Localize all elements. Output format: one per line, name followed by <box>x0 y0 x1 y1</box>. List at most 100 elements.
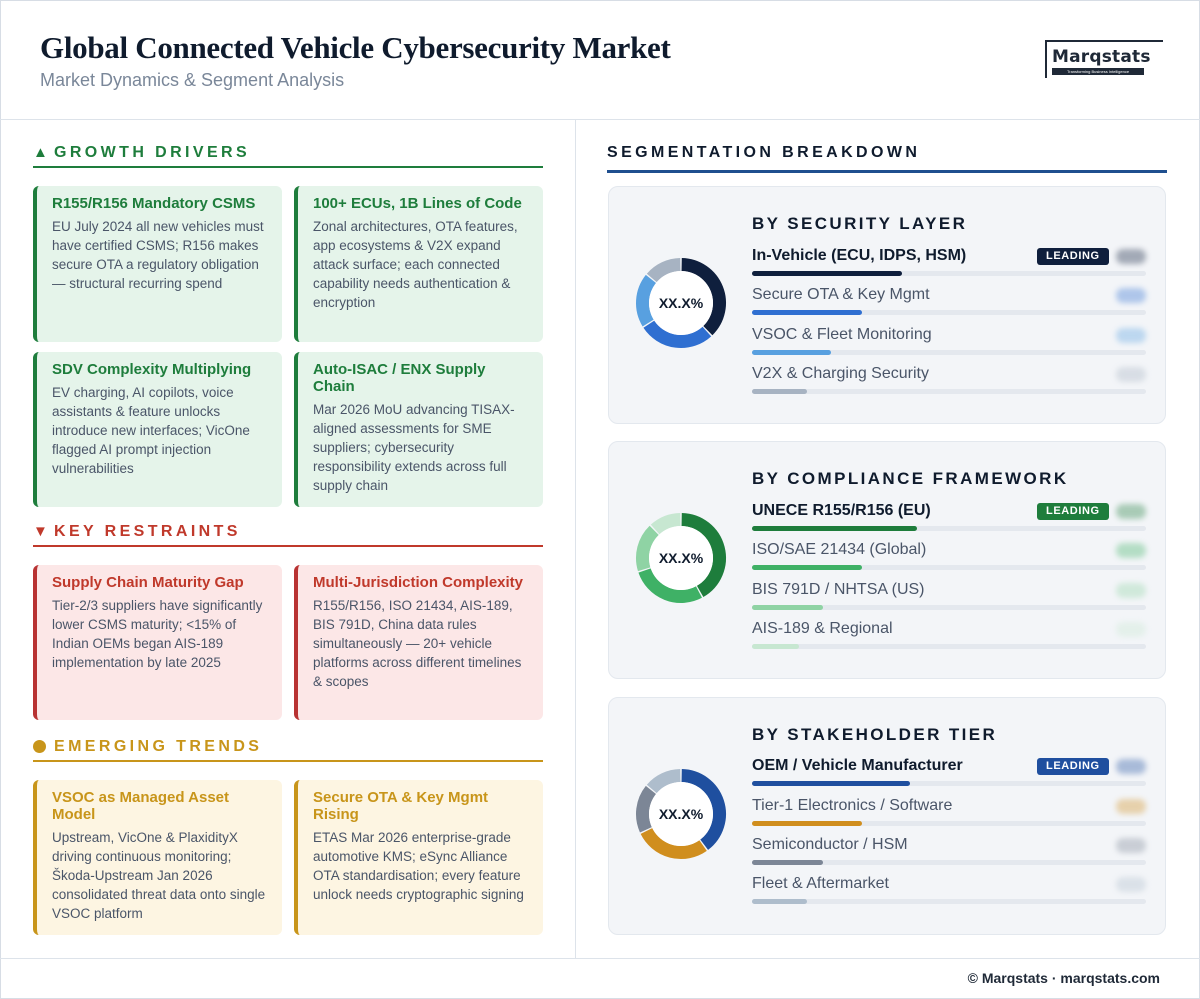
segment-bar-track <box>752 350 1146 355</box>
driver-card-ecus: 100+ ECUs, 1B Lines of Code Zonal archit… <box>294 186 543 342</box>
blurred-value <box>1116 328 1146 343</box>
segment-label: Secure OTA & Key Mgmt <box>752 286 930 303</box>
segmentation-heading: SEGMENTATION BREAKDOWN <box>607 143 1167 173</box>
donut-chart <box>636 258 726 348</box>
donut-chart <box>636 769 726 859</box>
card-title: Auto-ISAC / ENX Supply Chain <box>313 361 486 395</box>
segment-bar-fill <box>752 781 910 786</box>
segment-row: Semiconductor / HSM <box>752 835 1146 871</box>
logo-tagline: Transforming Business Intelligence <box>1052 68 1144 75</box>
blurred-value <box>1116 504 1146 519</box>
card-body: Mar 2026 MoU advancing TISAX-aligned ass… <box>313 402 515 493</box>
blurred-value <box>1116 288 1146 303</box>
card-body: Tier-2/3 suppliers have significantly lo… <box>52 598 263 670</box>
segment-row: UNECE R155/R156 (EU) LEADING <box>752 501 1146 537</box>
segment-row: V2X & Charging Security <box>752 364 1146 400</box>
donut-slice-2 <box>636 785 657 833</box>
restraint-card-jurisdiction: Multi-Jurisdiction Complexity R155/R156,… <box>294 565 543 720</box>
segment-bar-fill <box>752 310 863 315</box>
footer-copyright: © Marqstats · marqstats.com <box>967 970 1160 986</box>
segment-label: OEM / Vehicle Manufacturer <box>752 757 963 774</box>
segment-bar-fill <box>752 565 863 570</box>
card-title: 100+ ECUs, 1B Lines of Code <box>313 195 522 212</box>
card-body: Upstream, VicOne & PlaxidityX driving co… <box>52 830 266 921</box>
card-title: R155/R156 Mandatory CSMS <box>52 195 256 212</box>
key-restraints-heading: ▼ KEY RESTRAINTS <box>33 521 543 547</box>
segment-bar-track <box>752 389 1146 394</box>
donut-hole <box>649 782 713 846</box>
segment-bar-fill <box>752 644 800 649</box>
restraint-card-supply-chain: Supply Chain Maturity Gap Tier-2/3 suppl… <box>33 565 282 720</box>
segment-bar-fill <box>752 350 831 355</box>
card-body: ETAS Mar 2026 enterprise-grade automotiv… <box>313 830 524 902</box>
segment-label: BIS 791D / NHTSA (US) <box>752 581 925 598</box>
segment-bar-track <box>752 310 1146 315</box>
donut-slice-2 <box>636 274 657 327</box>
segment-label: Fleet & Aftermarket <box>752 875 889 892</box>
column-divider <box>575 120 576 958</box>
leading-badge: LEADING <box>1037 758 1109 775</box>
panel-security-layer: XX.X% BY SECURITY LAYER In-Vehicle (ECU,… <box>608 186 1166 424</box>
panel-title: BY STAKEHOLDER TIER <box>752 725 998 744</box>
segment-bar-track <box>752 605 1146 610</box>
panel-compliance-framework: XX.X% BY COMPLIANCE FRAMEWORK UNECE R155… <box>608 441 1166 679</box>
segment-label: AIS-189 & Regional <box>752 620 893 637</box>
blurred-value <box>1116 249 1146 264</box>
donut-hole <box>649 526 713 590</box>
marqstats-logo: Marqstats Transforming Business Intellig… <box>1045 40 1163 78</box>
blurred-value <box>1116 877 1146 892</box>
page-title: Global Connected Vehicle Cybersecurity M… <box>40 30 671 65</box>
emerging-trends-heading: EMERGING TRENDS <box>33 736 543 762</box>
segment-row: OEM / Vehicle Manufacturer LEADING <box>752 756 1146 792</box>
triangle-up-icon: ▲ <box>33 144 48 161</box>
blurred-value <box>1116 838 1146 853</box>
section-label: KEY RESTRAINTS <box>54 523 241 540</box>
segment-row: Fleet & Aftermarket <box>752 874 1146 910</box>
donut-center-value: XX.X% <box>658 295 704 311</box>
card-body: EU July 2024 all new vehicles must have … <box>52 219 264 291</box>
card-title: Multi-Jurisdiction Complexity <box>313 574 524 591</box>
donut-hole <box>649 271 713 335</box>
driver-card-auto-isac: Auto-ISAC / ENX Supply Chain Mar 2026 Mo… <box>294 352 543 507</box>
segment-label: VSOC & Fleet Monitoring <box>752 326 932 343</box>
blurred-value <box>1116 622 1146 637</box>
blurred-value <box>1116 543 1146 558</box>
blurred-value <box>1116 367 1146 382</box>
leading-badge: LEADING <box>1037 248 1109 265</box>
donut-slice-1 <box>643 320 712 348</box>
card-body: R155/R156, ISO 21434, AIS-189, BIS 791D,… <box>313 598 522 689</box>
segment-row: Secure OTA & Key Mgmt <box>752 285 1146 321</box>
dot-icon <box>33 738 46 753</box>
triangle-down-icon: ▼ <box>33 523 48 540</box>
donut-slice-3 <box>646 258 681 283</box>
blurred-value <box>1116 799 1146 814</box>
donut-center-value: XX.X% <box>658 806 704 822</box>
segment-label: V2X & Charging Security <box>752 365 929 382</box>
donut-slice-2 <box>636 525 659 572</box>
segment-label: UNECE R155/R156 (EU) <box>752 502 931 519</box>
panel-title: BY COMPLIANCE FRAMEWORK <box>752 469 1069 488</box>
segment-label: In-Vehicle (ECU, IDPS, HSM) <box>752 247 967 264</box>
growth-drivers-heading: ▲ GROWTH DRIVERS <box>33 142 543 168</box>
segment-bar-fill <box>752 860 823 865</box>
segment-bar-track <box>752 781 1146 786</box>
blurred-value <box>1116 583 1146 598</box>
segment-bar-fill <box>752 271 902 276</box>
segment-bar-fill <box>752 389 808 394</box>
segment-bar-fill <box>752 899 808 904</box>
segment-label: Semiconductor / HSM <box>752 836 908 853</box>
card-body: Zonal architectures, OTA features, app e… <box>313 219 518 310</box>
blurred-value <box>1116 759 1146 774</box>
footer: © Marqstats · marqstats.com <box>0 958 1200 999</box>
card-title: SDV Complexity Multiplying <box>52 361 252 378</box>
section-label: EMERGING TRENDS <box>54 738 263 755</box>
donut-chart <box>636 513 726 603</box>
segment-row: VSOC & Fleet Monitoring <box>752 325 1146 361</box>
donut-slice-0 <box>681 513 726 598</box>
segment-row: AIS-189 & Regional <box>752 619 1146 655</box>
segment-row: Tier-1 Electronics / Software <box>752 796 1146 832</box>
donut-slice-0 <box>681 258 726 336</box>
panel-title: BY SECURITY LAYER <box>752 214 968 233</box>
donut-slice-3 <box>650 513 681 535</box>
segment-bar-track <box>752 271 1146 276</box>
